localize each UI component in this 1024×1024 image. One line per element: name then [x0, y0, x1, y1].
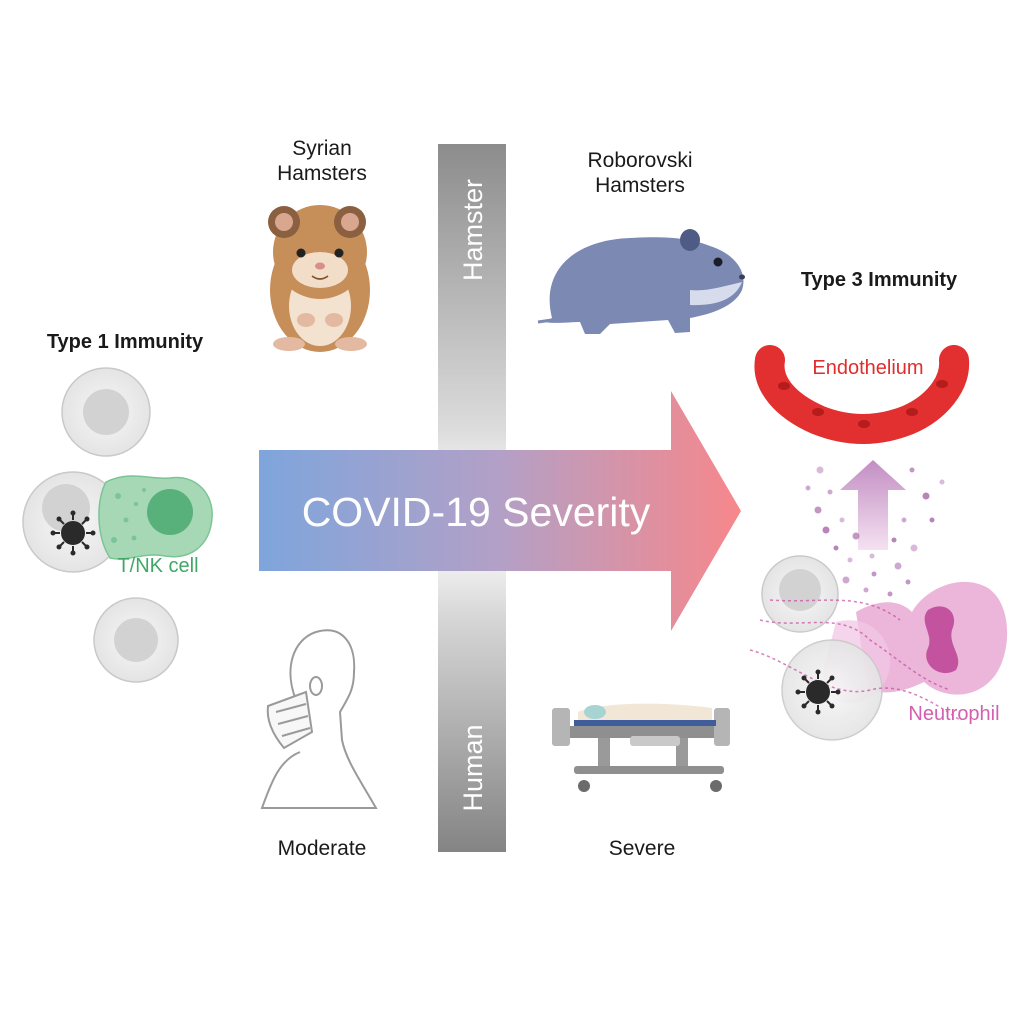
cytokine-dot: [842, 576, 850, 584]
moderate-label: Moderate: [277, 837, 367, 860]
syrian-hamster-icon: [268, 205, 370, 352]
syrian-hamsters-label: Syrian Hamsters: [277, 137, 367, 185]
cytokine-dot: [833, 545, 839, 551]
vertical-species-bar: Hamster Human: [438, 144, 506, 852]
severity-arrow-label: COVID-19 Severity: [302, 489, 651, 535]
cytokine-dot: [887, 591, 893, 597]
cytokine-dot: [939, 479, 945, 485]
endothelium-label: Endothelium: [812, 357, 923, 379]
cytokine-dot: [909, 467, 915, 473]
cytokine-dot: [922, 492, 930, 500]
bar-label-hamster: Hamster: [458, 179, 488, 281]
tnk-cell-nucleus: [147, 489, 193, 535]
cytokine-dot: [891, 537, 897, 543]
cytokine-up-arrow: [805, 460, 945, 597]
virus-icon-right: [795, 669, 841, 715]
type3-cell-cluster: Neutrophil: [749, 555, 1008, 741]
severe-label: Severe: [608, 837, 676, 860]
tnk-cell-label: T/NK cell: [117, 555, 198, 577]
cytokine-dot: [901, 517, 907, 523]
endothelium-layer: [754, 345, 970, 444]
virus-icon: [50, 510, 96, 556]
neutrophil-nucleus: [924, 606, 959, 674]
cytokine-dot: [822, 526, 830, 534]
cytokine-dot: [816, 466, 824, 474]
cytokine-dot: [929, 517, 935, 523]
severity-arrow: COVID-19 Severity: [259, 391, 741, 631]
cytokine-dot: [869, 553, 875, 559]
roborovski-hamsters-label: Roborovski Hamsters: [587, 149, 693, 197]
cytokine-dot: [814, 506, 822, 514]
type1-immunity-title: Type 1 Immunity: [46, 331, 204, 353]
cytokine-dot: [805, 485, 811, 491]
human-masked-head-icon: [260, 629, 378, 809]
infected-cell-right: [781, 639, 883, 741]
type3-immunity-title: Type 3 Immunity: [800, 269, 958, 291]
cytokine-dot: [894, 562, 902, 570]
cytokine-dot: [871, 571, 877, 577]
hospital-bed-icon: [552, 703, 730, 792]
cytokine-dot: [839, 517, 845, 523]
cytokine-dot: [863, 587, 869, 593]
endothelium: Endothelium: [754, 345, 970, 444]
bar-top-segment: [438, 144, 506, 480]
net-strands: [749, 599, 961, 721]
bar-bottom-segment: [438, 560, 506, 852]
type1-cell-cluster: T/NK cell: [22, 367, 213, 683]
cytokine-dot: [905, 579, 911, 585]
neutrophil-label: Neutrophil: [908, 703, 999, 725]
cytokine-dot: [852, 532, 860, 540]
cytokine-dot: [847, 557, 853, 563]
bar-label-human: Human: [458, 724, 488, 811]
severity-arrow-shape: [259, 391, 741, 631]
cytokine-dot: [827, 489, 833, 495]
cytokine-dot: [910, 544, 918, 552]
roborovski-hamster-icon: [537, 229, 745, 334]
